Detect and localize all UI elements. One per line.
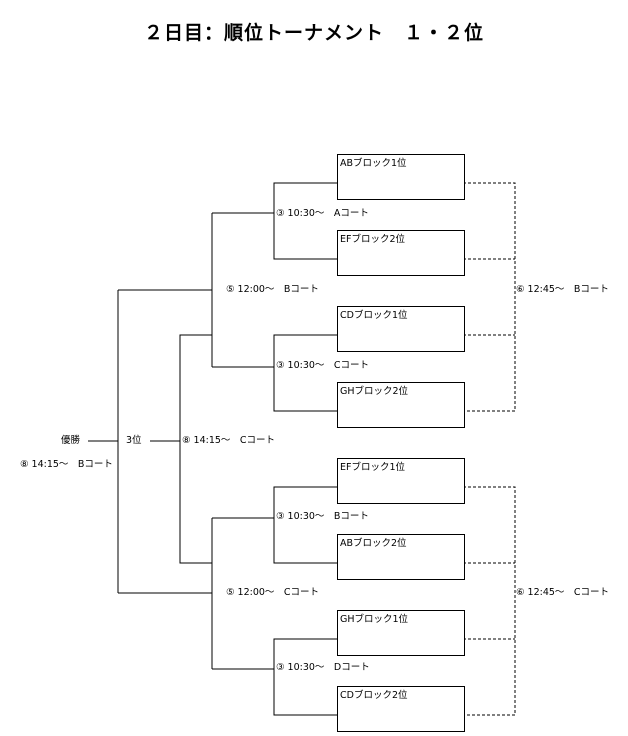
page-title: ２日目：順位トーナメント １・２位	[143, 22, 484, 44]
team-label: CDブロック1位	[340, 310, 408, 321]
team-box: EFブロック2位	[337, 230, 465, 276]
match-label-consolation-2: ⑥ 12:45～ Cコート	[516, 587, 610, 599]
consolation-line-1	[463, 182, 516, 412]
team-label: GHブロック2位	[340, 386, 409, 397]
match-label-r1-1: ③ 10:30～ Aコート	[276, 208, 369, 220]
team-box: ABブロック1位	[337, 154, 465, 200]
team-label: ABブロック2位	[340, 538, 407, 549]
match-label-third: ⑧ 14:15～ Cコート	[182, 435, 276, 447]
third-place-label: 3位	[126, 435, 142, 447]
bracket-line-r1-2	[273, 334, 337, 412]
team-box: ABブロック2位	[337, 534, 465, 580]
match-label-semi-2: ⑤ 12:00～ Cコート	[226, 587, 320, 599]
team-box: GHブロック1位	[337, 610, 465, 656]
team-label: GHブロック1位	[340, 614, 409, 625]
team-box: CDブロック2位	[337, 686, 465, 732]
team-box: GHブロック2位	[337, 382, 465, 428]
bracket-line-r1-4	[273, 638, 337, 716]
match-label-semi-1: ⑤ 12:00～ Bコート	[226, 284, 319, 296]
match-label-r1-2: ③ 10:30～ Cコート	[276, 360, 370, 372]
bracket-line-r1-3	[273, 486, 337, 564]
team-label: ABブロック1位	[340, 158, 407, 169]
team-label: EFブロック2位	[340, 234, 406, 245]
bracket-line-r1-1	[273, 182, 337, 260]
team-label: EFブロック1位	[340, 462, 406, 473]
match-label-r1-3: ③ 10:30～ Bコート	[276, 511, 369, 523]
team-box: EFブロック1位	[337, 458, 465, 504]
team-box: CDブロック1位	[337, 306, 465, 352]
winner-label: 優勝	[61, 435, 81, 447]
consolation-line-2	[463, 486, 516, 716]
match-label-consolation-1: ⑥ 12:45～ Bコート	[516, 284, 609, 296]
match-label-final: ⑧ 14:15～ Bコート	[20, 459, 113, 471]
team-label: CDブロック2位	[340, 690, 408, 701]
match-label-r1-4: ③ 10:30～ Dコート	[276, 662, 370, 674]
bracket-line-third	[179, 334, 212, 564]
